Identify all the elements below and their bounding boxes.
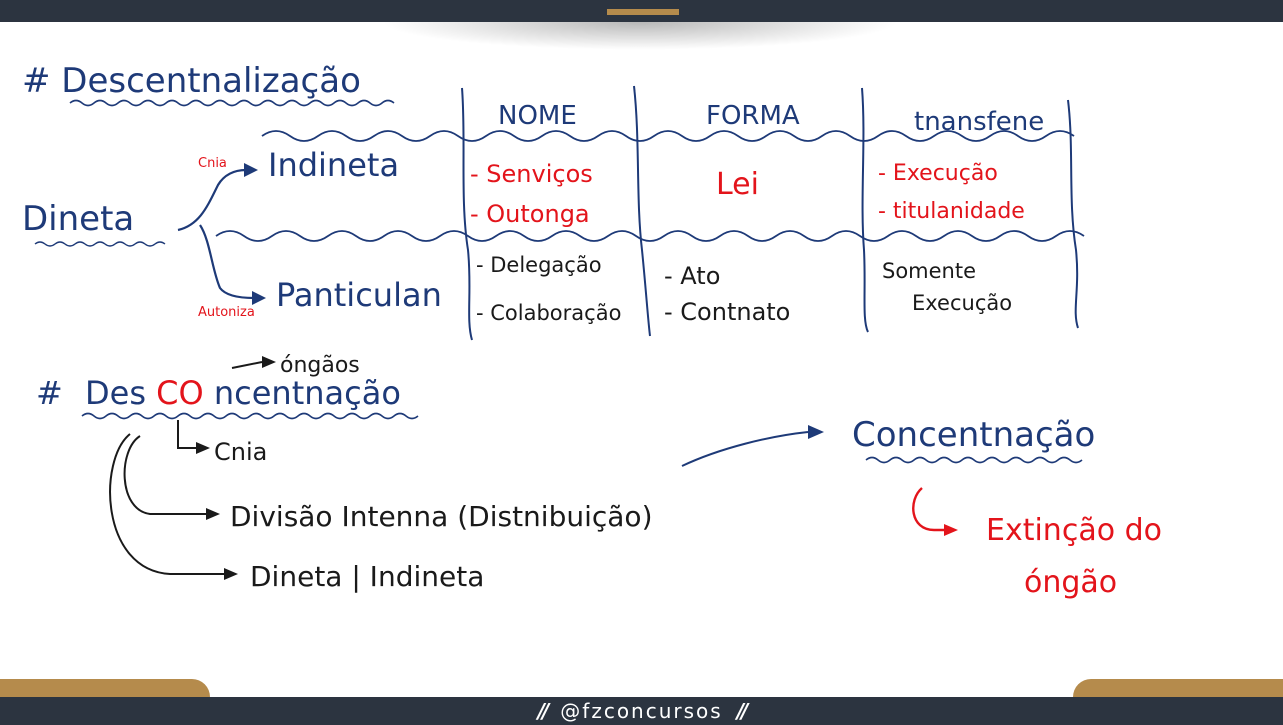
label-orgaos: óngãos (280, 353, 360, 378)
table-vline-3 (861, 87, 869, 333)
table-hline-2 (215, 230, 1085, 242)
arrow-to-orgaos (231, 361, 263, 369)
desconcentracao-underline (81, 412, 419, 420)
concentracao-underline (865, 456, 1083, 464)
arrow-to-indireta (177, 168, 247, 232)
table-vline-1 (461, 87, 473, 341)
label-autoriza: Autoniza (198, 305, 255, 320)
arrowhead-cria (196, 442, 210, 454)
arrowhead-orgaos (262, 356, 276, 368)
cell-indireta-forma: Lei (716, 167, 759, 202)
title-desconcentracao-highlight: CO (156, 374, 204, 412)
arrow-to-divisao (123, 435, 208, 515)
cell-indireta-nome-1: - Senviços (470, 160, 593, 188)
table-header-transfere: tnansfene (914, 107, 1044, 137)
label-indireta: Indineta (268, 146, 399, 184)
whiteboard: # Descentnalização Dineta Cnia Indineta … (22, 61, 1162, 600)
bottom-bar (0, 697, 1283, 725)
title-descentralizacao: # Descentnalização (22, 61, 361, 101)
arrow-to-extincao (912, 487, 944, 532)
cell-particular-transfere-2: Execução (912, 291, 1012, 315)
label-cria-top: Cnia (198, 156, 227, 171)
table-vline-2 (633, 85, 651, 337)
arrowhead-indireta (244, 163, 258, 177)
title-desconcentracao-suffix: ncentnação (214, 374, 401, 412)
label-concentracao: Concentnação (852, 415, 1095, 455)
cell-particular-forma-2: - Contnato (664, 298, 790, 326)
top-shadow (380, 22, 900, 50)
direta-underline (34, 241, 166, 247)
cell-indireta-transfere-2: - titulanidade (878, 199, 1025, 224)
label-cria: Cnia (214, 438, 267, 466)
cell-indireta-transfere-1: - Execução (878, 161, 998, 186)
cell-particular-transfere-1: Somente (882, 259, 976, 283)
footer-accent-right (1073, 679, 1283, 699)
table-vline-4 (1067, 99, 1079, 329)
cell-indireta-nome-2: - Outonga (470, 200, 590, 228)
arrowhead-extincao (944, 524, 958, 536)
footer-slashes-right: // (736, 699, 748, 723)
label-divisao: Divisão Intenna (Distnibuição) (230, 500, 653, 533)
arrow-to-concentracao (681, 431, 809, 467)
footer-handle: @fzconcursos (560, 699, 723, 723)
title-desconcentracao-prefix: Des (85, 374, 146, 412)
arrowhead-particular (252, 291, 266, 305)
footer-handle-wrap: // @fzconcursos // (0, 697, 1283, 725)
label-extincao-2: óngão (1024, 565, 1117, 600)
footer-accent-left (0, 679, 210, 699)
footer-slashes-left: // (537, 699, 549, 723)
top-bar (0, 0, 1283, 22)
arrow-to-direta-indireta (109, 433, 226, 575)
arrow-to-cria (177, 420, 196, 449)
arrowhead-direta-indireta (224, 568, 238, 580)
label-particular: Panticulan (276, 276, 442, 314)
label-extincao-1: Extinção do (986, 513, 1162, 548)
title-desconcentracao-hash: # (36, 374, 63, 412)
label-direta-indireta: Dineta | Indineta (250, 560, 484, 593)
title-desconcentracao: # Des CO ncentnação (36, 374, 401, 412)
table-header-nome: NOME (498, 101, 577, 131)
cell-particular-forma-1: - Ato (664, 262, 720, 290)
arrowhead-divisao (206, 508, 220, 520)
table-header-forma: FORMA (706, 101, 800, 131)
label-direta: Dineta (22, 199, 134, 239)
arrowhead-concentracao (808, 425, 824, 439)
arrow-to-particular (199, 224, 255, 300)
top-bar-accent (607, 9, 679, 15)
title-underline-wave (69, 99, 395, 107)
table-hline-1 (261, 130, 1075, 142)
cell-particular-nome-2: - Colaboração (476, 301, 621, 325)
cell-particular-nome-1: - Delegação (476, 253, 602, 277)
